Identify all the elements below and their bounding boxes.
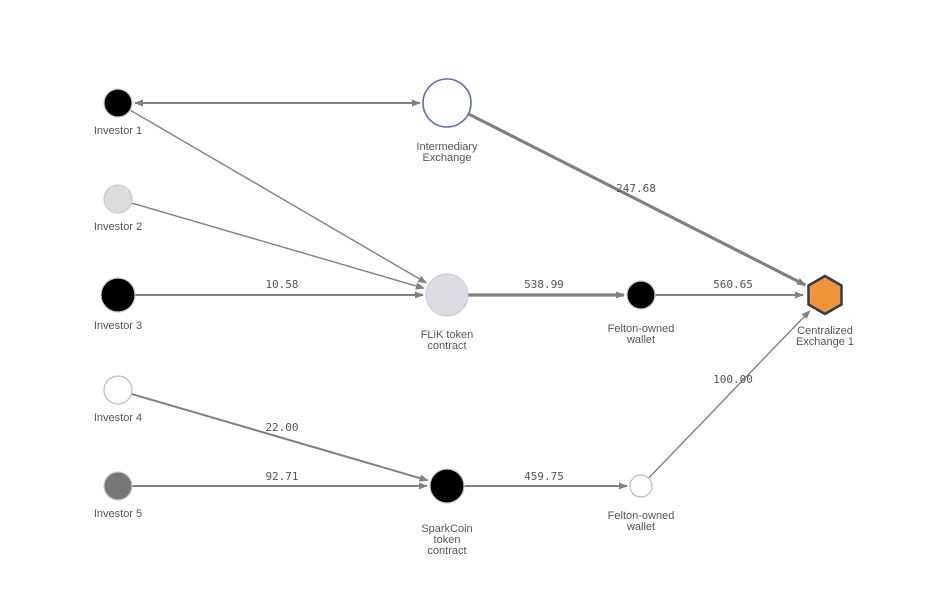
node-label: contract — [427, 340, 466, 352]
edges-layer — [129, 99, 811, 490]
edge-investor4-to-sparkcoin — [131, 392, 429, 482]
edge-label-investor5-to-sparkcoin: 92.71 — [265, 470, 298, 483]
node-circle[interactable] — [103, 184, 133, 214]
node-label: Intermediary — [416, 141, 478, 153]
node-label: Felton-owned — [608, 510, 675, 522]
edge-labels-layer: 247.68 10.58 538.99 560.65 22.00 92.71 459.75 1… — [265, 182, 752, 483]
node-circle[interactable] — [103, 471, 133, 501]
node-label: Investor 3 — [94, 320, 142, 332]
node-label: Investor 5 — [94, 508, 142, 520]
edge-wallet2-to-exchange1 — [648, 310, 811, 479]
node-circle[interactable] — [422, 78, 472, 128]
node-label: SparkCoin — [421, 523, 472, 535]
node-circle[interactable] — [425, 273, 469, 317]
edge-label-wallet1-to-exchange1: 560.65 — [713, 278, 753, 291]
node-label: Exchange 1 — [796, 336, 854, 348]
node-investor-4[interactable]: Investor 4 — [94, 375, 142, 424]
edge-label-wallet2-to-exchange1: 100.00 — [713, 373, 753, 386]
edge-label-intermediary-to-exchange1: 247.68 — [616, 182, 656, 195]
edge-investor2-to-flik — [131, 202, 425, 290]
node-label: wallet — [626, 521, 655, 533]
hexagon-icon[interactable] — [807, 274, 843, 316]
node-label: contract — [427, 545, 466, 557]
node-label: wallet — [626, 334, 655, 346]
node-circle[interactable] — [103, 88, 133, 118]
node-label: Exchange — [423, 152, 472, 164]
node-circle[interactable] — [100, 277, 136, 313]
node-investor-3[interactable]: Investor 3 — [94, 277, 142, 332]
node-circle[interactable] — [103, 375, 133, 405]
node-investor-1[interactable]: Investor 1 — [94, 88, 142, 137]
edge-label-sparkcoin-to-wallet2: 459.75 — [524, 470, 564, 483]
node-label: Investor 4 — [94, 412, 142, 424]
node-label: token — [434, 534, 461, 546]
edge-label-investor4-to-sparkcoin: 22.00 — [265, 421, 298, 434]
node-circle[interactable] — [626, 280, 656, 310]
node-circle[interactable] — [429, 468, 465, 504]
node-label: Investor 2 — [94, 221, 142, 233]
node-label: FLiK token — [421, 329, 474, 341]
node-investor-2[interactable]: Investor 2 — [94, 184, 142, 233]
node-circle[interactable] — [629, 474, 653, 498]
edge-investor1-to-flik — [129, 109, 428, 284]
edge-label-flik-to-wallet1: 538.99 — [524, 278, 564, 291]
node-label: Centralized — [797, 325, 853, 337]
node-investor-5[interactable]: Investor 5 — [94, 471, 142, 520]
edge-intermediary-to-exchange1 — [467, 112, 807, 287]
edge-label-investor3-to-flik: 10.58 — [265, 278, 298, 291]
node-label: Felton-owned — [608, 323, 675, 335]
nodes-layer: Investor 1 Investor 2 Investor 3 Investor 4… — [94, 78, 854, 557]
node-label: Investor 1 — [94, 125, 142, 137]
